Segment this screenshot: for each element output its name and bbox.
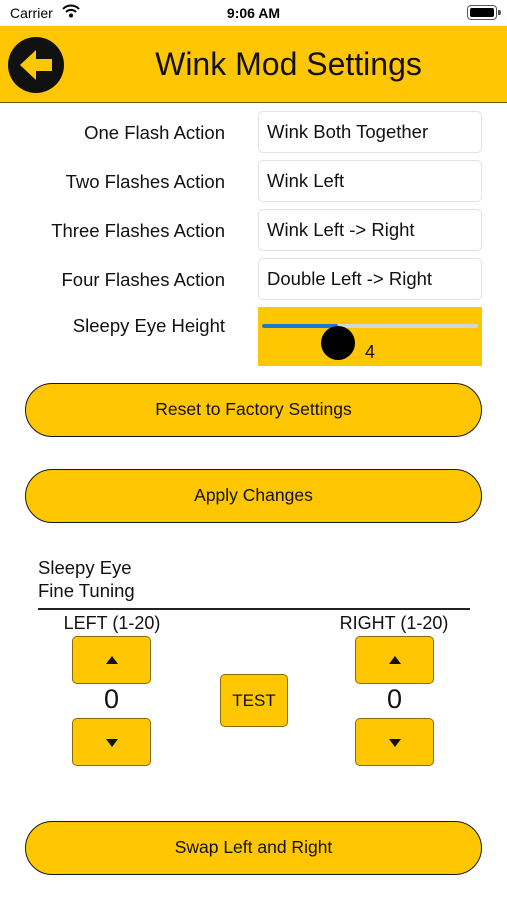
header-bar: Wink Mod Settings <box>0 26 507 103</box>
sleepy-eye-height-value: 4 <box>364 342 375 362</box>
slider-fill <box>262 324 338 328</box>
divider <box>38 608 470 610</box>
four-flashes-field[interactable]: Double Left -> Right <box>258 258 482 300</box>
left-value: 0 <box>103 684 120 714</box>
fine-tuning-title-line2: Fine Tuning <box>38 580 135 601</box>
left-up-button[interactable] <box>72 636 151 684</box>
right-value: 0 <box>386 684 403 714</box>
caret-up-icon <box>389 656 401 664</box>
back-button[interactable] <box>8 37 64 93</box>
arrow-left-circle-icon <box>20 50 52 80</box>
three-flashes-field[interactable]: Wink Left -> Right <box>258 209 482 251</box>
sleepy-eye-height-control: 4 <box>258 307 482 366</box>
sleepy-eye-height-label: Sleepy Eye Height <box>72 315 225 336</box>
fine-tuning-title-line1: Sleepy Eye <box>38 557 132 578</box>
one-flash-field[interactable]: Wink Both Together <box>258 111 482 153</box>
left-heading: LEFT (1-20) <box>63 613 161 633</box>
left-down-button[interactable] <box>72 718 151 766</box>
right-down-button[interactable] <box>355 718 434 766</box>
two-flashes-label: Two Flashes Action <box>65 171 225 192</box>
fine-tuning-title: Sleepy Eye Fine Tuning <box>38 556 135 602</box>
sleepy-eye-height-slider[interactable] <box>262 324 478 360</box>
swap-left-right-button[interactable]: Swap Left and Right <box>25 821 482 875</box>
status-bar: Carrier 9:06 AM <box>0 0 507 26</box>
caret-down-icon <box>106 739 118 747</box>
status-time: 9:06 AM <box>226 5 281 21</box>
carrier-label: Carrier <box>10 5 53 21</box>
four-flashes-label: Four Flashes Action <box>61 269 226 290</box>
caret-up-icon <box>106 656 118 664</box>
right-heading: RIGHT (1-20) <box>339 613 449 633</box>
caret-down-icon <box>389 739 401 747</box>
wifi-icon <box>62 4 80 21</box>
test-button[interactable]: TEST <box>220 674 288 727</box>
reset-factory-button[interactable]: Reset to Factory Settings <box>25 383 482 437</box>
one-flash-label: One Flash Action <box>84 122 225 143</box>
battery-icon <box>467 5 501 20</box>
right-up-button[interactable] <box>355 636 434 684</box>
slider-thumb[interactable] <box>320 326 355 360</box>
page-title: Wink Mod Settings <box>155 46 422 82</box>
two-flashes-field[interactable]: Wink Left <box>258 160 482 202</box>
three-flashes-label: Three Flashes Action <box>51 220 225 241</box>
apply-changes-button[interactable]: Apply Changes <box>25 469 482 523</box>
